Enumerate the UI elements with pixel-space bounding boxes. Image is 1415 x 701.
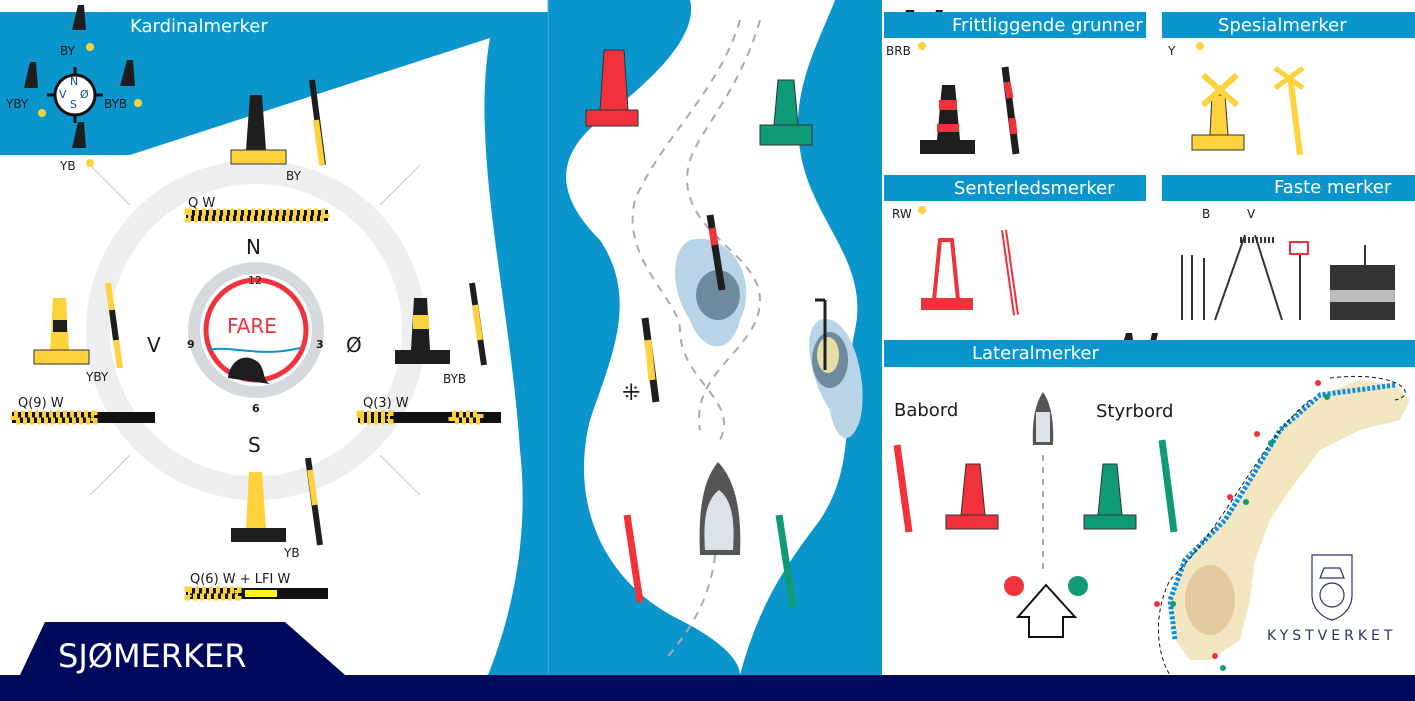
south-code: YB xyxy=(283,546,300,560)
red-buoy-channel xyxy=(585,49,639,127)
west-light: Q(9) W xyxy=(18,396,64,411)
green-buoy-channel xyxy=(759,79,813,146)
fixed-label-b: B xyxy=(1202,207,1210,221)
title-badge xyxy=(20,622,345,675)
south-light: Q(6) W + LFI W xyxy=(190,572,290,587)
mini-compass-o: Ø xyxy=(80,88,89,101)
clock-9: 9 xyxy=(187,338,195,351)
mini-label-w: YBY xyxy=(5,97,29,111)
boat-icon xyxy=(699,462,741,555)
kystverket-logo xyxy=(1311,554,1353,621)
mini-label-n: BY xyxy=(60,44,76,58)
lateral-heading: Lateralmerker xyxy=(972,343,1099,364)
isolated-code: BRB xyxy=(886,44,911,58)
clock-3: 3 xyxy=(316,338,324,351)
mini-label-e: BYB xyxy=(104,97,127,111)
safe-water-code: RW xyxy=(892,207,912,221)
direction-s: S xyxy=(248,433,261,457)
mini-compass-s: S xyxy=(70,98,77,111)
danger-label: FARE xyxy=(227,314,277,338)
svg-text:⁜: ⁜ xyxy=(622,381,640,406)
safe-water-heading: Senterledsmerker xyxy=(954,178,1115,199)
mini-label-s: YB xyxy=(59,159,76,173)
west-cardinal-buoy xyxy=(33,282,123,369)
clock-6: 6 xyxy=(252,402,260,415)
norway-map xyxy=(1154,376,1410,676)
special-code: Y xyxy=(1167,44,1176,58)
brand-name: KYSTVERKET xyxy=(1267,628,1396,644)
arrow-up-icon xyxy=(1015,583,1078,638)
page-title: SJØMERKER xyxy=(58,637,246,675)
east-light: Q(3) W xyxy=(363,396,409,411)
footer-bar xyxy=(0,675,1415,701)
north-cardinal-buoy xyxy=(230,79,326,166)
south-cardinal-buoy xyxy=(231,457,323,546)
west-code: YBY xyxy=(85,370,109,384)
port-label: Babord xyxy=(894,400,958,421)
fixed-label-v: V xyxy=(1247,207,1256,221)
special-heading: Spesialmerker xyxy=(1218,15,1347,36)
east-code: BYB xyxy=(443,372,466,386)
cardinal-banner xyxy=(0,12,548,155)
mini-compass-n: N xyxy=(70,75,78,88)
east-cardinal-buoy xyxy=(395,282,487,366)
fixed-heading: Faste merker xyxy=(1274,177,1392,198)
mini-compass-v: V xyxy=(59,88,67,101)
direction-o: Ø xyxy=(346,333,362,357)
north-light: Q W xyxy=(188,196,215,211)
north-code: BY xyxy=(286,169,302,183)
direction-v: V xyxy=(147,333,161,357)
clock-12: 12 xyxy=(248,274,262,287)
cardinal-heading: Kardinalmerker xyxy=(130,16,268,37)
isolated-heading: Frittliggende grunner xyxy=(952,15,1143,36)
starboard-label: Styrbord xyxy=(1096,401,1173,422)
direction-n: N xyxy=(246,235,261,259)
